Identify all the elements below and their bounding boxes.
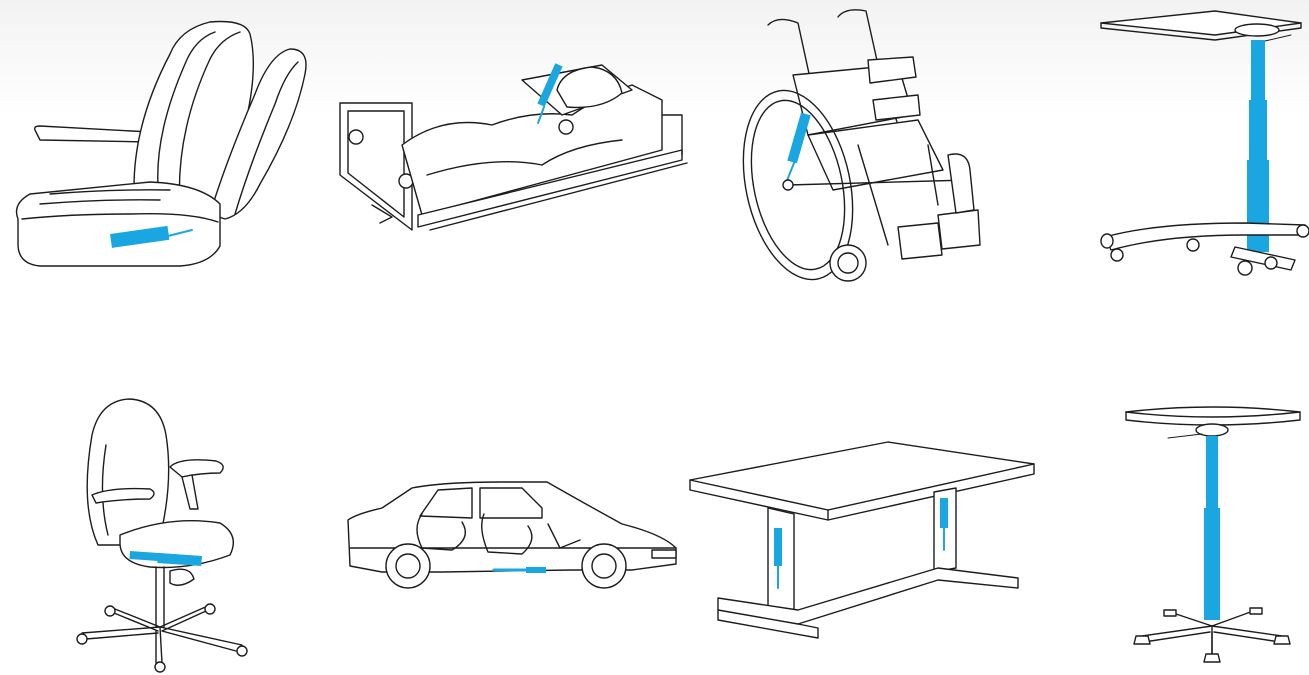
office-chair-illustration — [70, 395, 260, 675]
bar-table-illustration — [1120, 400, 1305, 670]
office-chair-icon — [76, 398, 248, 673]
car-seat-icon — [15, 20, 307, 267]
car-icon — [347, 481, 677, 589]
overbed-table-icon — [1100, 10, 1309, 276]
wheelchair-icon — [742, 9, 981, 282]
overbed-table-illustration — [1095, 5, 1309, 290]
car-seat-illustration — [10, 14, 310, 274]
hospital-bed-icon — [339, 63, 688, 231]
hospital-bed-illustration — [332, 55, 692, 240]
bar-table-icon — [1125, 406, 1301, 663]
car-illustration — [342, 478, 687, 593]
wheelchair-illustration — [738, 5, 988, 290]
desk-illustration — [688, 438, 1038, 639]
height-adjustable-desk-icon — [689, 441, 1035, 639]
